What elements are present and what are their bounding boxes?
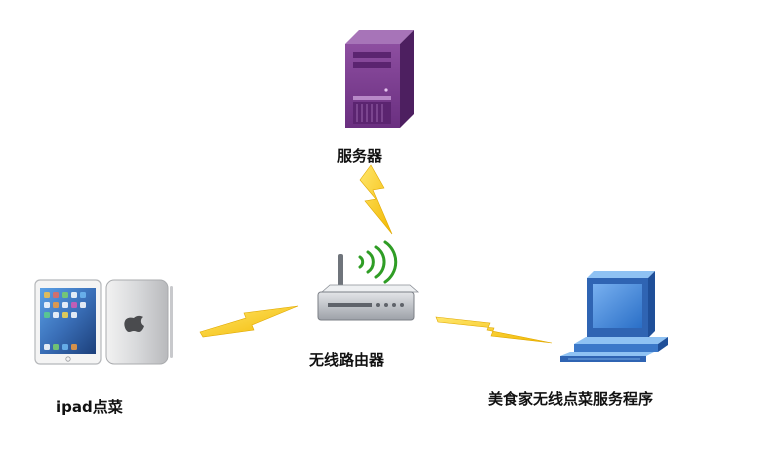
wireless-router-icon xyxy=(317,254,420,321)
server-label: 服务器 xyxy=(337,147,383,165)
wifi-signal-icon xyxy=(358,240,398,284)
ipad-label: ipad点菜 xyxy=(56,398,123,416)
lightning-bolt-icon xyxy=(435,316,553,344)
link-router-server xyxy=(359,164,393,235)
link-router-pc xyxy=(435,316,553,344)
lightning-bolt-icon xyxy=(199,305,299,338)
lightning-bolt-icon xyxy=(359,164,393,235)
server-tower-icon xyxy=(345,30,414,128)
ipad-icon xyxy=(34,279,173,365)
computer-icon xyxy=(560,271,668,362)
link-ipad-router xyxy=(199,305,299,338)
pc-program-label: 美食家无线点菜服务程序 xyxy=(488,390,654,408)
router-label: 无线路由器 xyxy=(309,351,385,369)
